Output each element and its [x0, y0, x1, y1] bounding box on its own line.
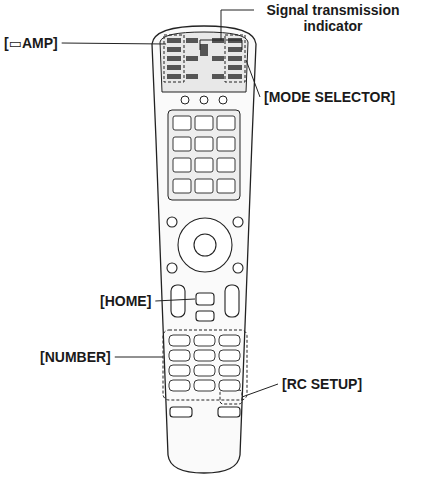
selector-label: [MODE SELECTOR] — [264, 89, 395, 105]
leader-line — [242, 384, 278, 397]
screen-button — [173, 116, 191, 130]
button-label: [RC SETUP] — [282, 376, 362, 392]
number-button — [219, 365, 240, 376]
screen-button — [195, 116, 213, 130]
button-label: [NUMBER] — [40, 349, 111, 365]
screen-button — [217, 116, 235, 130]
screen-button — [217, 179, 235, 193]
number-button — [219, 350, 240, 361]
indicator-label: Signal transmission indicator — [258, 2, 408, 34]
number-button — [219, 380, 240, 391]
button-label: [▭AMP] — [4, 35, 58, 51]
number-button — [194, 380, 215, 391]
number-button — [169, 350, 190, 361]
number-button — [194, 365, 215, 376]
number-button — [169, 365, 190, 376]
screen-button — [195, 158, 213, 172]
leader-line — [115, 357, 163, 358]
number-button — [194, 350, 215, 361]
screen-button — [173, 158, 191, 172]
leader-line — [246, 60, 260, 97]
button-label: [HOME] — [100, 293, 151, 309]
screen-button — [217, 137, 235, 151]
leader-line — [62, 43, 166, 44]
number-button — [219, 335, 240, 346]
number-button — [169, 380, 190, 391]
number-button — [169, 335, 190, 346]
leader-line — [155, 299, 195, 301]
screen-button — [217, 158, 235, 172]
screen-button — [195, 137, 213, 151]
screen-button — [173, 137, 191, 151]
screen-button — [173, 179, 191, 193]
leader-line — [221, 10, 254, 40]
screen-button — [195, 179, 213, 193]
number-button — [194, 335, 215, 346]
